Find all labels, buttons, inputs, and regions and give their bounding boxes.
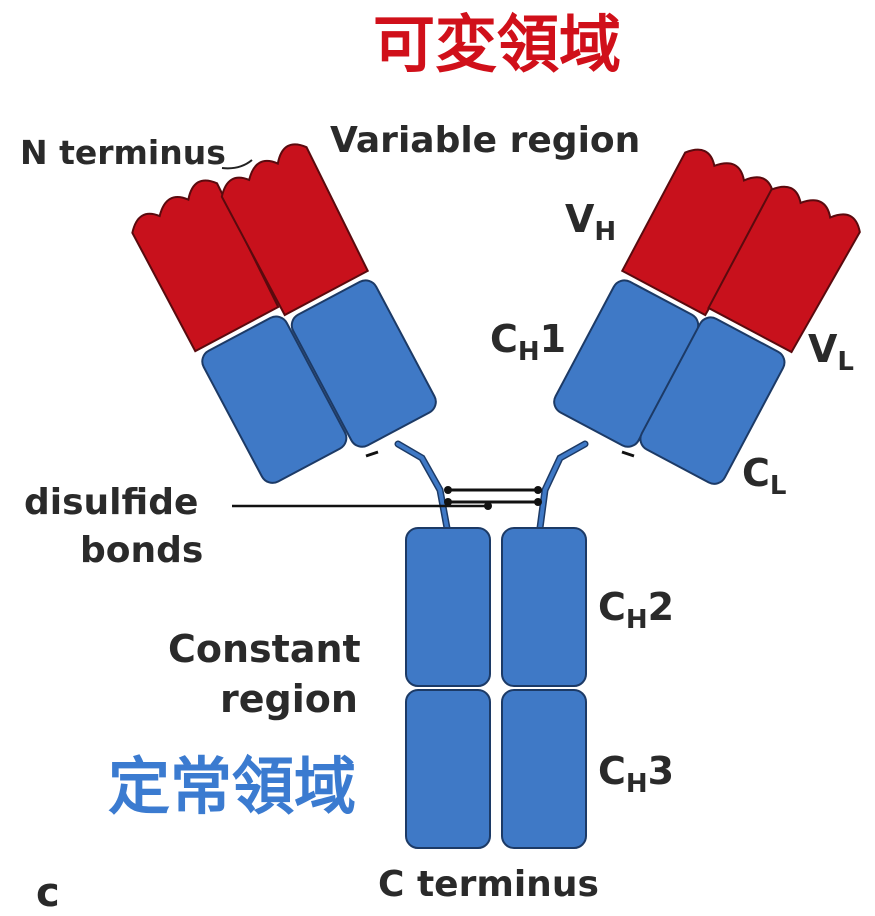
constant-region-jp-title: 定常領域 bbox=[108, 750, 356, 823]
left-arm-disulfide bbox=[365, 450, 379, 458]
right-ch2-domain bbox=[501, 527, 587, 687]
ch2-label: CH2 bbox=[598, 585, 674, 635]
vh-label: VH bbox=[565, 197, 616, 247]
variable-region-label: Variable region bbox=[330, 120, 640, 161]
ch3-label: CH3 bbox=[598, 749, 674, 799]
right-light-chain bbox=[639, 185, 861, 485]
right-vh-domain bbox=[620, 148, 775, 317]
disulfide-label-line2: bonds bbox=[80, 530, 203, 571]
panel-letter: c bbox=[36, 870, 60, 916]
left-ch1-domain bbox=[290, 279, 437, 448]
n-terminus-pointer bbox=[221, 159, 253, 170]
left-ch3-domain bbox=[405, 689, 491, 849]
c-terminus-label: C terminus bbox=[378, 864, 599, 905]
left-cl-domain bbox=[201, 315, 348, 484]
hinge-left bbox=[394, 440, 451, 532]
right-heavy-chain bbox=[553, 148, 775, 448]
right-cl-domain bbox=[639, 316, 786, 485]
disulfide-leader-dot bbox=[484, 502, 492, 510]
disulfide-label-line1: disulfide bbox=[24, 482, 198, 523]
left-light-chain bbox=[131, 179, 348, 484]
hinge-right bbox=[536, 440, 589, 532]
cl-label: CL bbox=[742, 451, 786, 501]
left-vl-domain bbox=[131, 179, 280, 353]
variable-region-jp-title: 可変領域 bbox=[373, 8, 621, 81]
constant-region-label-line1: Constant bbox=[168, 627, 361, 671]
right-vl-domain bbox=[707, 185, 861, 354]
n-terminus-label: N terminus bbox=[20, 133, 226, 172]
ch1-label: CH1 bbox=[490, 317, 566, 367]
left-heavy-chain bbox=[220, 143, 437, 448]
left-vh-domain bbox=[220, 143, 370, 317]
constant-region-label-line2: region bbox=[220, 677, 358, 721]
vl-label: VL bbox=[808, 327, 854, 377]
hinge-disulfide-bonds bbox=[444, 486, 542, 506]
left-ch2-domain bbox=[405, 527, 491, 687]
right-arm-disulfide bbox=[621, 450, 635, 458]
right-ch3-domain bbox=[501, 689, 587, 849]
